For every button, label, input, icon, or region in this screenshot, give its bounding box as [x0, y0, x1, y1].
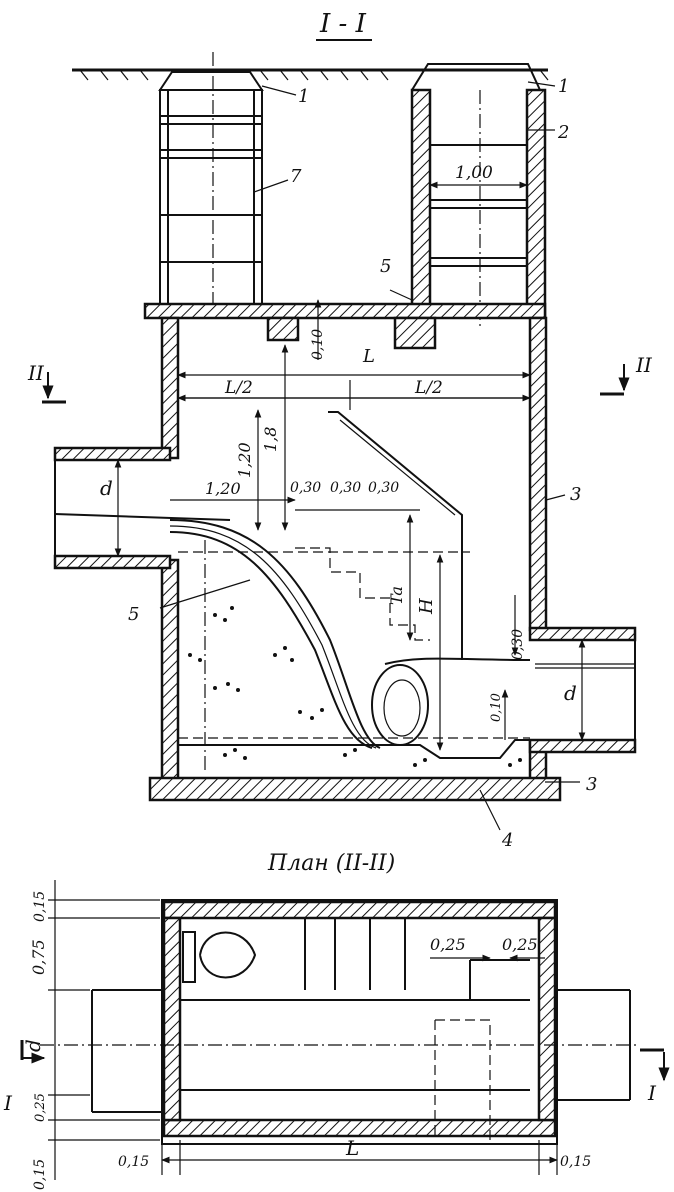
chamber-wall-left [160, 316, 180, 460]
dim-h-120: 1,20 [235, 442, 254, 478]
section-marker-left: II [27, 361, 66, 404]
inclined-baffle-inner [339, 419, 456, 516]
plan-section-marker-right-label: I [647, 1081, 657, 1105]
roof-beam-left [266, 316, 300, 342]
plan-dim-025-a: 0,25 [430, 935, 466, 954]
plan-title: План (II-II) [267, 851, 395, 876]
section-marker-left-label: II [27, 361, 45, 385]
plan-pipes [40, 989, 640, 1113]
section-marker-right-label: II [635, 353, 653, 377]
dim-ta: Ta [387, 586, 406, 605]
plan-dim-025-side: 0,25 [33, 1093, 48, 1122]
plan-dim-L: L [345, 1136, 359, 1160]
section-title: I - I [319, 9, 367, 39]
plan-section-marker-right: I [640, 1048, 670, 1105]
plan-dim-d: d [21, 1039, 45, 1052]
dim-span-L: L [362, 346, 375, 367]
stilling-basin [178, 737, 530, 759]
plan-section-marker-left-label: I [3, 1091, 13, 1115]
dim-half-right: L/2 [414, 378, 443, 398]
roof-slab [143, 302, 547, 320]
inlet-pipe [53, 446, 231, 570]
section-marker-right: II [600, 353, 653, 396]
callout-3-base: 3 [586, 774, 597, 795]
dim-pipe-d-in: d [100, 476, 113, 500]
stepped-profile [295, 547, 430, 641]
callout-5-jet: 5 [128, 604, 139, 625]
left-shaft [158, 52, 264, 310]
plan-dim-015-top: 0,15 [32, 891, 48, 922]
dim-thick-010: 0,10 [310, 329, 326, 360]
dim-step-030-c: 0,30 [368, 480, 399, 496]
callout-1-left: 1 [298, 86, 309, 107]
chamber-wall-right [528, 316, 548, 632]
dim-sill-010: 0,10 [489, 693, 504, 722]
concrete-fill [188, 606, 522, 767]
plan-dim-015-right: 0,15 [560, 1154, 591, 1170]
callout-2: 2 [557, 122, 569, 143]
plan-wall-top [162, 900, 557, 920]
ground-line [72, 68, 549, 81]
plan-wall-bottom [162, 1118, 557, 1138]
inclined-baffle [328, 411, 463, 660]
plan-dim-075: 0,75 [29, 939, 48, 975]
callout-3-wall: 3 [570, 484, 581, 505]
dimension-lines [114, 181, 586, 751]
right-shaft [410, 63, 547, 330]
dim-out-030: 0,30 [510, 629, 526, 660]
roof-beam-right [393, 316, 437, 350]
base-slab [148, 776, 562, 802]
plan-dim-025-b: 0,25 [502, 935, 538, 954]
callout-7: 7 [290, 166, 302, 187]
section-view: I - I [27, 9, 653, 851]
plan-wall-left [162, 916, 182, 1122]
callout-5-top: 5 [380, 256, 391, 277]
callout-1-right: 1 [558, 76, 569, 97]
dim-h-18: 1,8 [261, 427, 280, 452]
plan-dim-015-bottom: 0,15 [32, 1159, 48, 1190]
plan-dim-015-left: 0,15 [118, 1154, 149, 1170]
dim-head-H: H [416, 598, 437, 615]
dim-len-120: 1,20 [205, 479, 241, 498]
falling-jet [169, 519, 531, 749]
plan-section-marker-left: I [3, 1040, 46, 1115]
plan-view: План (II-II) [3, 851, 670, 1190]
callout-4: 4 [501, 830, 513, 851]
plan-ladder [182, 918, 530, 1140]
plan-outer-wall [161, 899, 558, 1145]
plan-dimension-lines [48, 880, 558, 1180]
chamber-wall-left-lower [160, 558, 180, 782]
dim-half-left: L/2 [224, 378, 253, 398]
plan-wall-right [537, 916, 557, 1122]
callout-leaders [159, 81, 580, 831]
dim-pipe-d-out: d [564, 681, 577, 705]
dim-step-030-a: 0,30 [290, 480, 321, 496]
dim-width-100: 1,00 [455, 163, 493, 183]
dim-step-030-b: 0,30 [330, 480, 361, 496]
